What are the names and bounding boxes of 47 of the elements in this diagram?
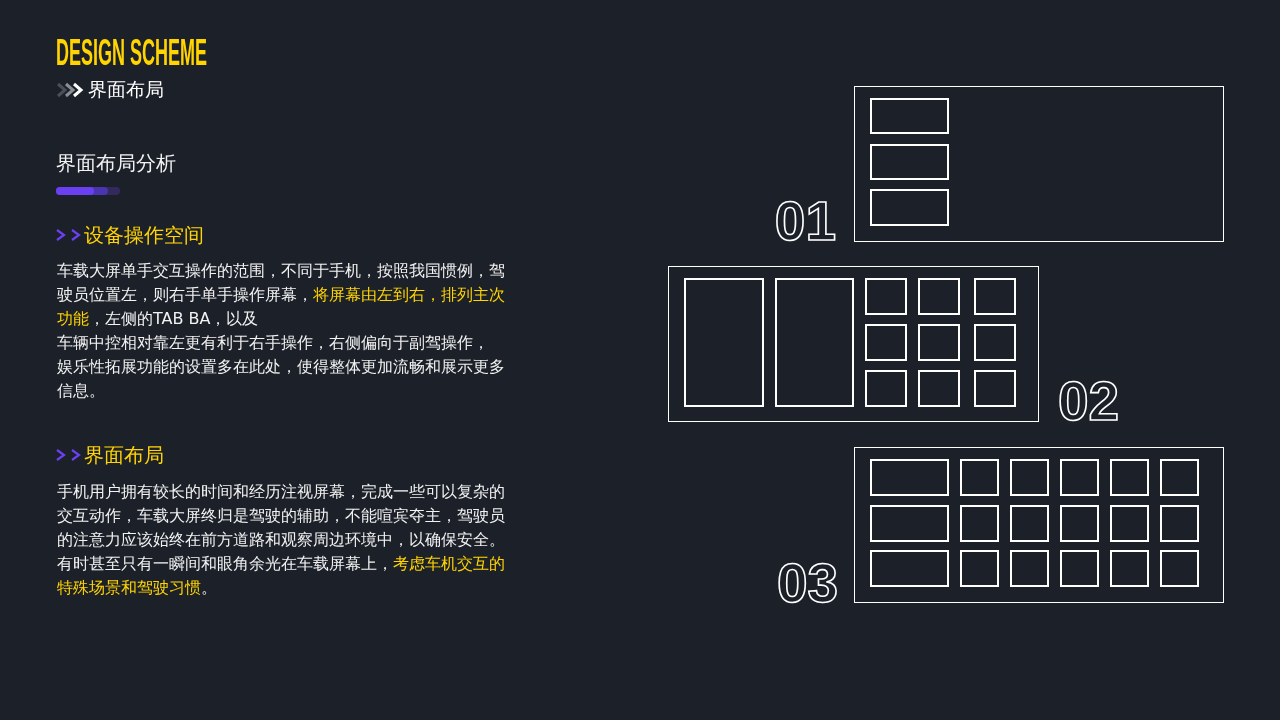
wireframe-block [960, 459, 1000, 497]
wireframe-block [775, 278, 855, 408]
wireframe-block [918, 370, 961, 408]
wireframe-block [1010, 550, 1050, 588]
wireframe-block [870, 189, 950, 227]
wireframe-block [1010, 505, 1050, 543]
wireframe-block [1110, 459, 1150, 497]
wireframe-block [870, 98, 950, 135]
subheading: 界面布局 [84, 443, 164, 467]
body-paragraph: 手机用户拥有较长的时间和经历注视屏幕，完成一些可以复杂的交互动作，车载大屏终归是驾驶的辅助，不能喧宾夺主，驾驶员的注意力应该始终在前方道路和观察周边环境中，以确保安全。有时甚至只有一瞬间和眼角余光在车载屏幕上，考虑车机交互的特殊场景和驾驶习惯。 [57, 481, 506, 599]
wireframe-block [865, 278, 908, 316]
wireframe-block [918, 278, 961, 316]
wireframe-block [1060, 459, 1100, 497]
step-number: 03 [777, 556, 839, 611]
wireframe-block [1060, 550, 1100, 588]
wireframe-block [865, 370, 908, 408]
step-number: 01 [774, 194, 836, 249]
wireframe-block [865, 324, 908, 362]
wireframe-frame [854, 447, 1224, 603]
section-subtitle: 界面布局 [88, 79, 164, 100]
wireframe-block [974, 370, 1017, 408]
wireframe-frame [668, 266, 1039, 422]
subheading: 设备操作空间 [84, 223, 204, 247]
body-paragraph: 车辆中控相对靠左更有利于右手操作，右侧偏向于副驾操作， [57, 332, 490, 354]
wireframe-block [1160, 459, 1200, 497]
wireframe-block [870, 505, 950, 543]
wireframe-block [960, 505, 1000, 543]
wireframe-block [974, 324, 1017, 362]
wireframe-block [1160, 550, 1200, 588]
section-heading: 界面布局分析 [56, 151, 176, 175]
wireframe-block [918, 324, 961, 362]
wireframe-block [684, 278, 765, 408]
wireframe-block [1010, 459, 1050, 497]
slide-title: DESIGN SCHEME [56, 35, 207, 71]
wireframe-block [1110, 550, 1150, 588]
wireframe-block [960, 550, 1000, 588]
body-paragraph: 娱乐性拓展功能的设置多在此处，使得整体更加流畅和展示更多信息。 [57, 356, 506, 402]
wireframe-block [1110, 505, 1150, 543]
wireframe-block [870, 144, 950, 181]
wireframe-block [1060, 505, 1100, 543]
wireframe-frame [854, 86, 1224, 242]
wireframe-block [870, 550, 950, 588]
wireframe-block [870, 459, 950, 497]
body-paragraph: 车载大屏单手交互操作的范围，不同于手机，按照我国惯例，驾驶员位置左，则右手单手操作屏幕，将屏幕由左到右，排列主次功能，左侧的TAB BA，以及 [57, 260, 506, 330]
step-number: 02 [1058, 374, 1120, 429]
wireframe-block [974, 278, 1017, 316]
wireframe-block [1160, 505, 1200, 543]
